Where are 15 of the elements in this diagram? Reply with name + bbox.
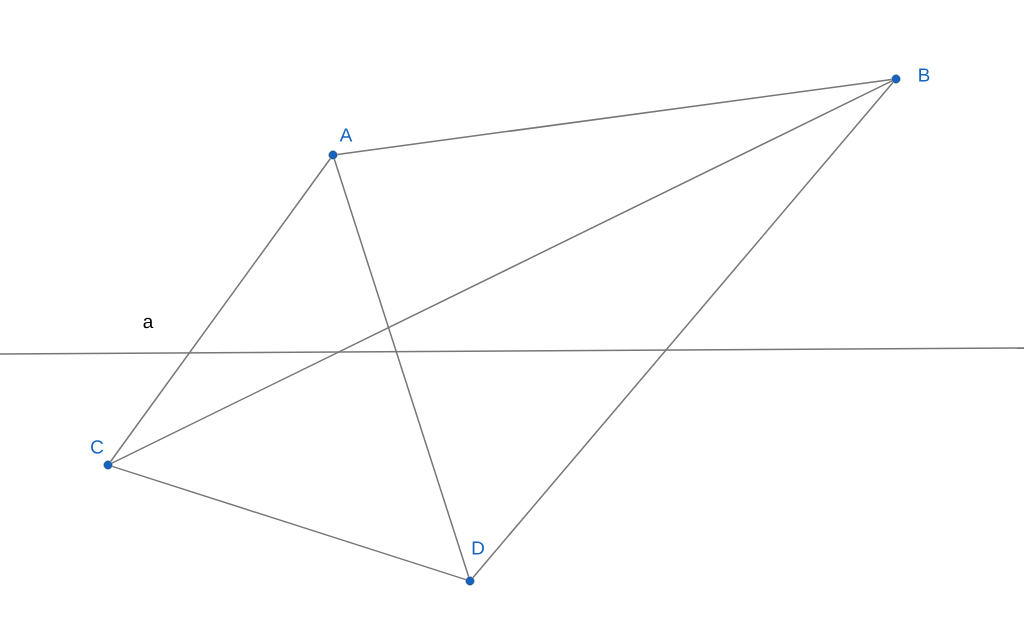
segment <box>333 158 470 578</box>
point: D <box>465 541 484 586</box>
line-label: a <box>143 317 154 329</box>
node-label: B <box>919 68 930 82</box>
segment <box>109 157 332 463</box>
node-label: A <box>339 128 353 142</box>
node-label: C <box>91 440 104 454</box>
point: A <box>328 128 353 160</box>
segment <box>472 81 894 579</box>
segment <box>336 78 893 156</box>
node-label: D <box>472 541 484 555</box>
point: B <box>891 68 930 84</box>
segment <box>111 80 893 464</box>
point: C <box>91 440 113 470</box>
segment <box>111 465 467 581</box>
